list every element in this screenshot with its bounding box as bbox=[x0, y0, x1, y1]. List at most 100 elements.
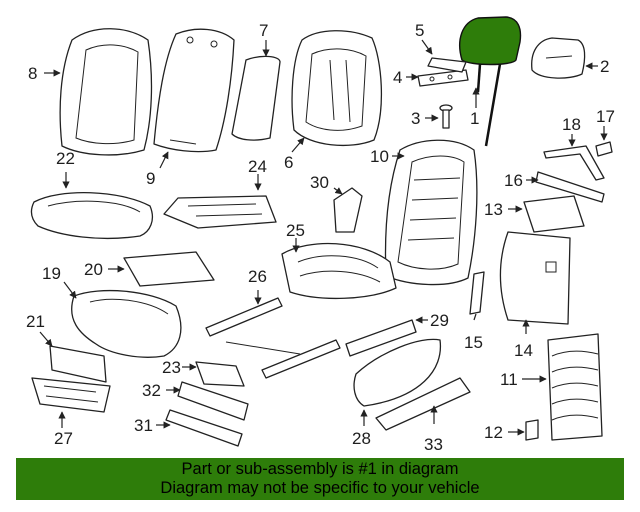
svg-text:10: 10 bbox=[370, 147, 389, 166]
callout-1: 1 bbox=[470, 87, 480, 128]
svg-text:20: 20 bbox=[84, 260, 103, 279]
part-2-headrest-trim[interactable] bbox=[531, 37, 586, 79]
callout-32: 32 bbox=[142, 381, 181, 400]
svg-text:33: 33 bbox=[424, 435, 443, 454]
callout-29: 29 bbox=[415, 311, 449, 330]
svg-text:24: 24 bbox=[248, 157, 267, 176]
svg-text:16: 16 bbox=[504, 171, 523, 190]
svg-text:8: 8 bbox=[28, 64, 37, 83]
svg-text:29: 29 bbox=[430, 311, 449, 330]
part-31-rail-cover[interactable] bbox=[165, 409, 243, 447]
callout-26: 26 bbox=[248, 267, 267, 305]
part-14-rear-panel[interactable] bbox=[499, 231, 571, 325]
part-30-bracket[interactable] bbox=[333, 187, 363, 233]
seat-parts-diagram: 1 2 3 4 5 6 bbox=[26, 16, 615, 454]
svg-text:9: 9 bbox=[146, 169, 155, 188]
svg-text:5: 5 bbox=[415, 21, 424, 40]
svg-text:23: 23 bbox=[162, 358, 181, 377]
part-19-cushion-cover[interactable] bbox=[71, 289, 182, 358]
callout-33: 33 bbox=[424, 405, 443, 454]
svg-text:32: 32 bbox=[142, 381, 161, 400]
part-18-rail[interactable] bbox=[543, 145, 605, 181]
callout-24: 24 bbox=[248, 157, 267, 191]
callout-27: 27 bbox=[54, 411, 73, 448]
callout-15: 15 bbox=[464, 313, 483, 352]
part-1-headrest[interactable] bbox=[459, 16, 522, 147]
callout-30: 30 bbox=[310, 173, 343, 195]
callout-22: 22 bbox=[56, 149, 75, 189]
svg-text:3: 3 bbox=[411, 109, 420, 128]
part-22-seat-cushion[interactable] bbox=[30, 192, 154, 240]
part-6-backrest-shell[interactable] bbox=[291, 30, 383, 147]
svg-text:18: 18 bbox=[562, 115, 581, 134]
part-11-spring-mat[interactable] bbox=[547, 333, 603, 441]
part-8-backrest-cover[interactable] bbox=[59, 28, 153, 156]
callout-2: 2 bbox=[585, 57, 609, 76]
svg-text:13: 13 bbox=[484, 200, 503, 219]
part-13-upper-trim[interactable] bbox=[523, 195, 585, 233]
part-33-lower-trim[interactable] bbox=[375, 377, 471, 431]
svg-text:17: 17 bbox=[596, 107, 615, 126]
callout-4: 4 bbox=[393, 68, 419, 87]
part-10-backrest-frame[interactable] bbox=[384, 139, 478, 286]
part-29-trim[interactable] bbox=[345, 319, 417, 357]
svg-text:31: 31 bbox=[134, 416, 153, 435]
part-5-clip[interactable] bbox=[427, 57, 467, 73]
callout-21: 21 bbox=[26, 312, 53, 347]
callout-18: 18 bbox=[562, 115, 581, 147]
callout-8: 8 bbox=[28, 64, 61, 83]
part-4-guide-bracket[interactable] bbox=[417, 69, 469, 87]
svg-text:19: 19 bbox=[42, 264, 61, 283]
callout-31: 31 bbox=[134, 416, 171, 435]
callout-5: 5 bbox=[415, 21, 433, 55]
callout-7: 7 bbox=[259, 21, 270, 57]
callout-13: 13 bbox=[484, 200, 523, 219]
svg-text:26: 26 bbox=[248, 267, 267, 286]
callout-25: 25 bbox=[286, 221, 305, 253]
svg-text:1: 1 bbox=[470, 109, 479, 128]
callout-23: 23 bbox=[162, 358, 197, 377]
svg-text:22: 22 bbox=[56, 149, 75, 168]
part-15-side-bracket[interactable] bbox=[469, 271, 485, 315]
svg-text:30: 30 bbox=[310, 173, 329, 192]
part-20-pad[interactable] bbox=[123, 251, 215, 287]
callout-16: 16 bbox=[504, 171, 539, 190]
part-3-bolt[interactable] bbox=[439, 104, 453, 129]
svg-text:11: 11 bbox=[500, 370, 518, 389]
part-21-bolster[interactable] bbox=[49, 345, 107, 383]
part-9-back-panel[interactable] bbox=[153, 28, 235, 153]
banner-line-2: Diagram may not be specific to your vehi… bbox=[160, 479, 480, 497]
callout-9: 9 bbox=[146, 151, 169, 188]
part-25-seat-frame[interactable] bbox=[281, 242, 397, 300]
banner-line-1: Part or sub-assembly is #1 in diagram bbox=[181, 460, 459, 478]
part-26-seat-rails[interactable] bbox=[205, 297, 341, 379]
part-17-connector[interactable] bbox=[595, 141, 613, 157]
svg-text:27: 27 bbox=[54, 429, 73, 448]
callout-12: 12 bbox=[484, 423, 525, 442]
callout-17: 17 bbox=[596, 107, 615, 141]
svg-text:21: 21 bbox=[26, 312, 45, 331]
part-28-side-trim[interactable] bbox=[353, 338, 442, 407]
part-32-trim-cover[interactable] bbox=[177, 381, 249, 421]
part-7-backrest-pad[interactable] bbox=[231, 55, 281, 141]
part-24-seat-pan[interactable] bbox=[163, 195, 277, 229]
notice-banner: Part or sub-assembly is #1 in diagram Di… bbox=[16, 458, 624, 500]
callout-19: 19 bbox=[42, 264, 77, 299]
svg-text:2: 2 bbox=[600, 57, 609, 76]
part-23-pad[interactable] bbox=[195, 361, 245, 387]
svg-text:7: 7 bbox=[259, 21, 268, 40]
callout-11: 11 bbox=[500, 370, 547, 389]
callout-6: 6 bbox=[284, 137, 305, 172]
callout-20: 20 bbox=[84, 260, 125, 279]
svg-text:15: 15 bbox=[464, 333, 483, 352]
part-12-clip[interactable] bbox=[525, 419, 539, 441]
callout-3: 3 bbox=[411, 109, 439, 128]
svg-text:14: 14 bbox=[514, 341, 533, 360]
callout-14: 14 bbox=[514, 319, 533, 360]
svg-text:12: 12 bbox=[484, 423, 503, 442]
svg-text:25: 25 bbox=[286, 221, 305, 240]
svg-text:6: 6 bbox=[284, 153, 293, 172]
callout-28: 28 bbox=[352, 409, 371, 448]
part-27-panel[interactable] bbox=[31, 377, 111, 413]
callout-10: 10 bbox=[370, 147, 405, 166]
